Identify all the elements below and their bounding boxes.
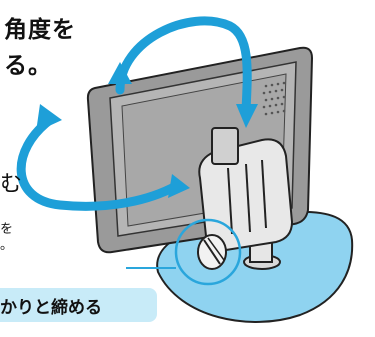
hinge-slot-2 [245, 163, 251, 233]
heading-line-2: る。 [4, 53, 52, 79]
rotate-arrow-icon [108, 16, 258, 128]
hinge-plate [211, 127, 239, 165]
swivel-arrow-icon [16, 104, 190, 211]
heading-line-1: 角度を [4, 17, 76, 43]
note-line-1: を [0, 222, 14, 237]
footer-text: かりと締める [0, 298, 102, 318]
knob-icon [197, 234, 227, 270]
hinge-slot-3 [261, 159, 267, 229]
hinge-slot-1 [227, 167, 233, 235]
knob-callout-circle [174, 218, 242, 286]
vent-grille [262, 81, 286, 116]
note-text-fragment: を 。 [0, 222, 13, 254]
footer-band [0, 288, 157, 322]
note-line-2: 。 [0, 238, 14, 253]
side-text-fragment: む [0, 172, 23, 197]
